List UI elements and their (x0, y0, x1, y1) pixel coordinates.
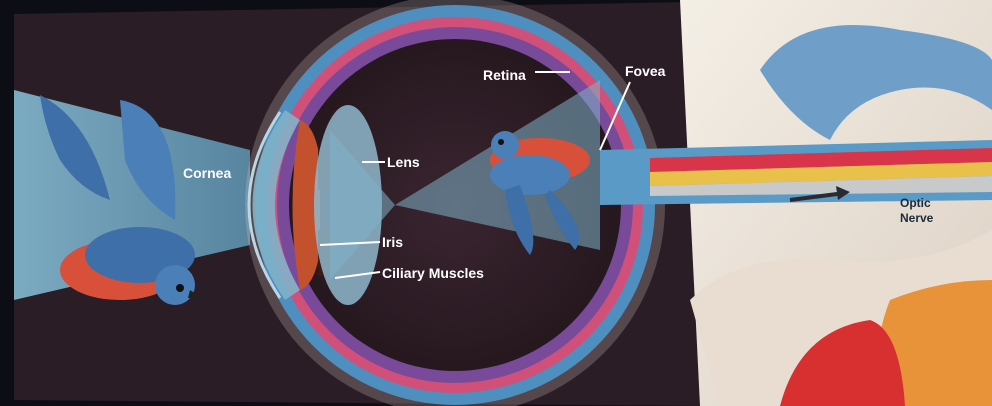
label-fovea: Fovea (625, 63, 666, 79)
label-optic-nerve-line2: Nerve (900, 211, 934, 225)
label-optic-nerve-line1: Optic (900, 196, 931, 210)
label-retina: Retina (483, 67, 526, 83)
label-lens: Lens (387, 154, 420, 170)
label-iris: Iris (382, 234, 403, 250)
label-ciliary-muscles: Ciliary Muscles (382, 265, 484, 281)
label-cornea: Cornea (183, 165, 231, 181)
